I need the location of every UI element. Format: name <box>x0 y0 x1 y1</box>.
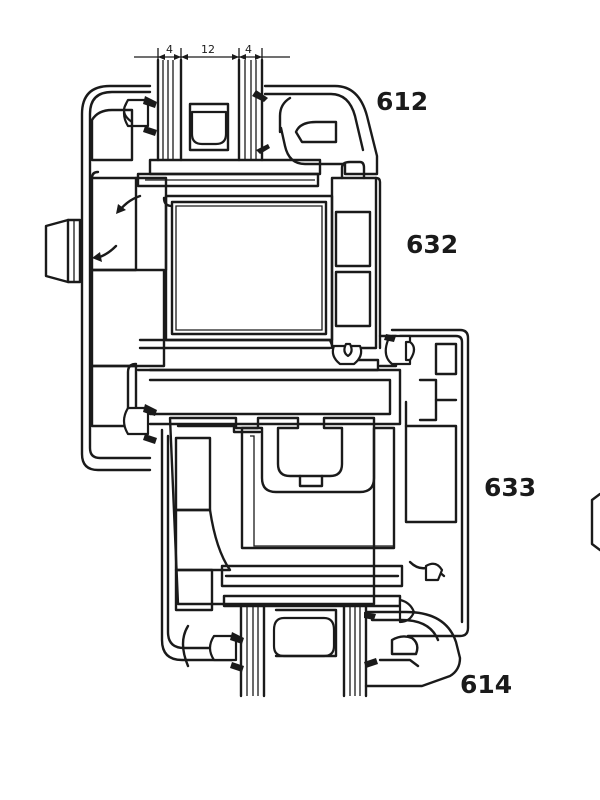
bottom-glazing-unit <box>239 604 368 698</box>
mid-transition-web <box>122 362 402 444</box>
label-612: 612 <box>376 87 428 116</box>
adjacent-profile-fragment <box>590 492 600 552</box>
label-614: 614 <box>460 670 512 699</box>
label-633: 633 <box>484 473 536 502</box>
top-glazing-unit <box>156 58 264 162</box>
profile-632-sash <box>136 160 398 372</box>
profile-614-bead <box>181 610 462 688</box>
dimension-left-glass: 4 <box>166 43 173 56</box>
hinge-arrows <box>92 194 142 262</box>
dimension-right-glass: 4 <box>245 43 252 56</box>
label-632: 632 <box>406 230 458 259</box>
profile-612-sash <box>80 84 379 472</box>
handle-plate <box>44 218 82 284</box>
profile-633-frame <box>160 328 470 662</box>
dimension-gap: 12 <box>201 43 215 56</box>
